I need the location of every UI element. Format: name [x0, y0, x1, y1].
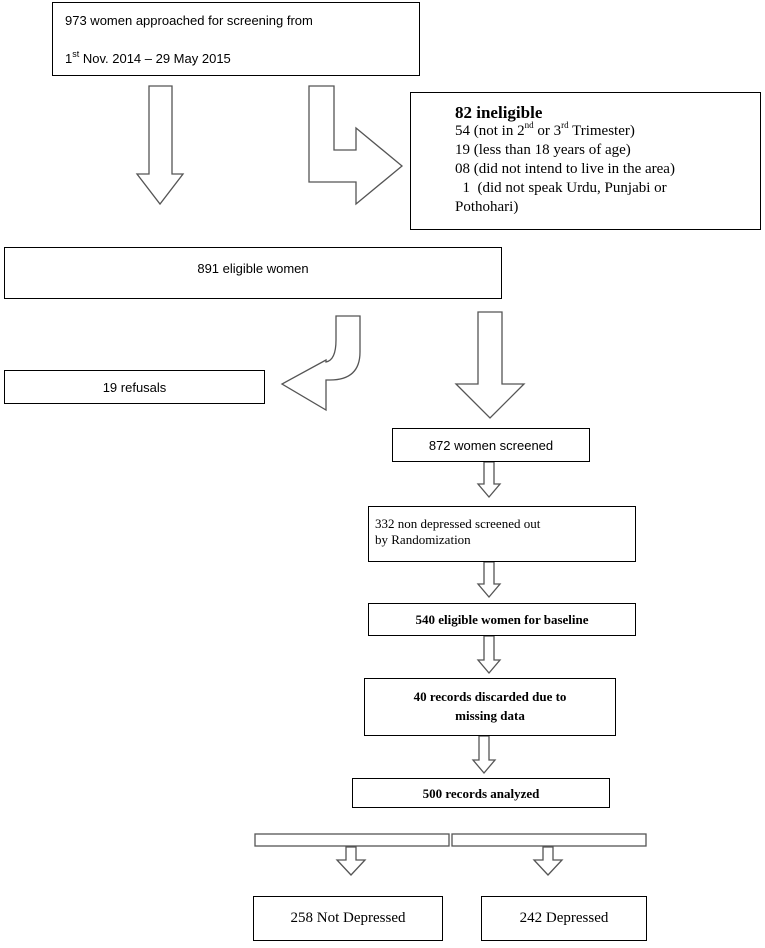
box-refusals: 19 refusals — [4, 370, 265, 404]
ineligible-reason-language-cont: Pothohari) — [455, 199, 519, 215]
arrow-curved-left-icon — [280, 315, 361, 412]
ineligible-reason-trimester: 54 (not in 2nd or 3rd Trimester) — [455, 120, 635, 140]
analyzed-label: 500 records analyzed — [422, 786, 540, 801]
ineligible-reason-age: 19 (less than 18 years of age) — [455, 142, 631, 158]
screened-label: 872 women screened — [428, 438, 554, 453]
box-not-depressed: 258 Not Depressed — [253, 896, 443, 941]
discarded-line1: 40 records discarded due to — [413, 689, 567, 704]
box-ineligible: 82 ineligible 54 (not in 2nd or 3rd Trim… — [410, 92, 761, 230]
ineligible-title: 82 ineligible — [455, 103, 543, 122]
box-baseline: 540 eligible women for baseline — [368, 603, 636, 636]
baseline-label: 540 eligible women for baseline — [415, 612, 589, 627]
box-eligible: 891 eligible women — [4, 247, 502, 299]
arrow-down-icon — [454, 311, 526, 419]
screened-out-line1: 332 non depressed screened out — [375, 516, 541, 531]
box-discarded: 40 records discarded due to missing data — [364, 678, 616, 736]
eligible-label: 891 eligible women — [197, 261, 309, 276]
discarded-line2: missing data — [455, 708, 525, 723]
approached-line2: 1st Nov. 2014 – 29 May 2015 — [65, 48, 231, 66]
not-depressed-label: 258 Not Depressed — [290, 910, 406, 926]
arrow-down-icon — [335, 846, 367, 876]
box-analyzed: 500 records analyzed — [352, 778, 610, 808]
arrow-down-icon — [476, 561, 502, 599]
box-depressed: 242 Depressed — [481, 896, 647, 941]
box-approached: 973 women approached for screening from … — [52, 2, 420, 76]
arrow-down-icon — [471, 735, 497, 775]
ineligible-reason-language: 1 (did not speak Urdu, Punjabi or — [455, 180, 667, 196]
arrow-down-icon — [476, 635, 502, 675]
box-screened: 872 women screened — [392, 428, 590, 462]
arrow-down-icon — [135, 85, 185, 206]
ineligible-reason-area: 08 (did not intend to live in the area) — [455, 161, 675, 177]
depressed-label: 242 Depressed — [519, 910, 609, 926]
refusals-label: 19 refusals — [102, 380, 167, 395]
approached-line1: 973 women approached for screening from — [65, 13, 313, 28]
screened-out-line2: by Randomization — [375, 532, 471, 547]
arrow-down-icon — [476, 461, 502, 499]
arrow-down-icon — [532, 846, 564, 876]
box-screened-out: 332 non depressed screened out by Random… — [368, 506, 636, 562]
split-bar — [451, 833, 647, 847]
split-bar — [254, 833, 450, 847]
arrow-elbow-right-icon — [308, 85, 404, 206]
